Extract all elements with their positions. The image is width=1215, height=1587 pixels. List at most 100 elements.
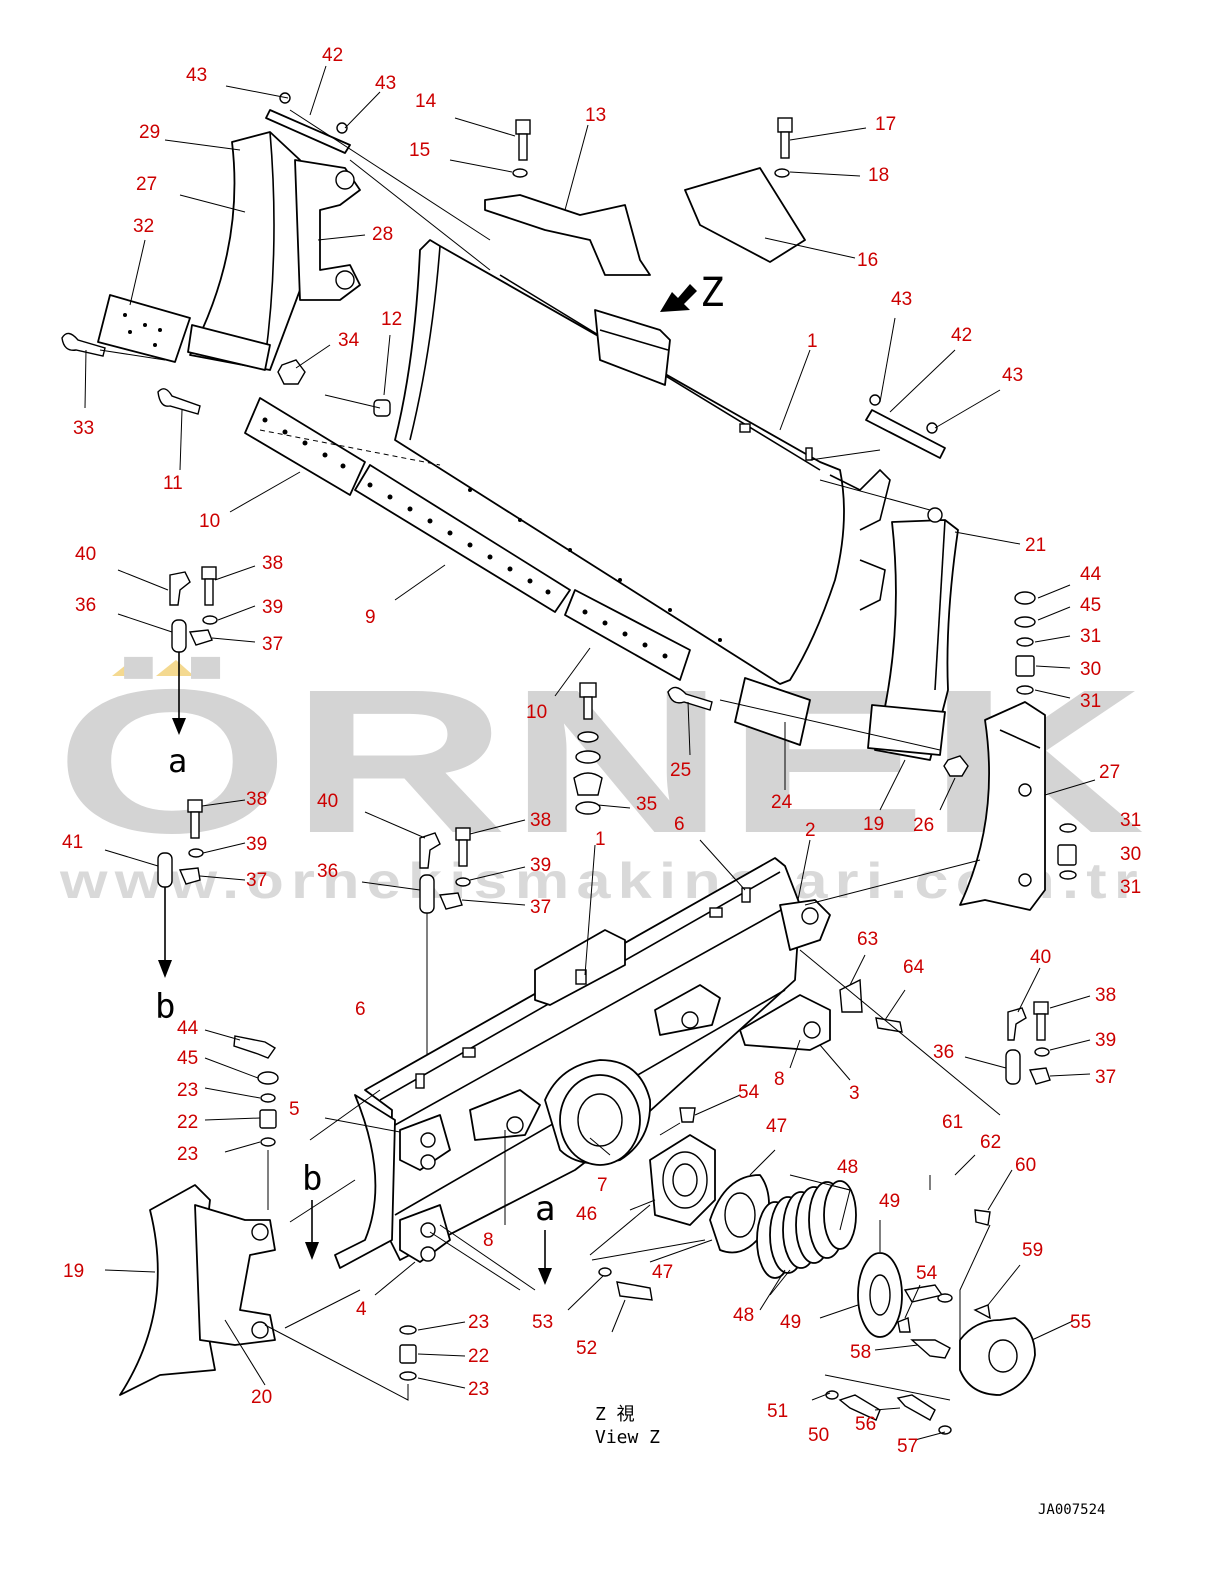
- callout: 64: [903, 957, 925, 978]
- end-plate-19-lower: [119, 1184, 216, 1396]
- callout: 3: [849, 1083, 860, 1104]
- callout: 8: [774, 1069, 785, 1090]
- upper-blade-assembly: [61, 65, 1096, 911]
- callouts: 43 42 43 1 4 13 17 2 9 15 18 27 28 32 16 4…: [62, 45, 1141, 1457]
- callout: 36: [317, 861, 338, 882]
- callout: 54: [738, 1082, 760, 1103]
- callout: 9: [365, 607, 376, 628]
- callout: 27: [1099, 762, 1120, 783]
- pin-groups-left: [104, 565, 1091, 1110]
- callout: 19: [863, 814, 884, 835]
- callout: 28: [372, 224, 393, 245]
- drawing-code: JA007524: [1038, 1502, 1105, 1518]
- callout: 1: [807, 331, 818, 352]
- callout: 45: [1080, 595, 1101, 616]
- callout: 59: [1022, 1240, 1043, 1261]
- callout: 21: [1025, 535, 1046, 556]
- callout: 22: [177, 1112, 198, 1133]
- callout: 31: [1120, 810, 1141, 831]
- callout: 4: [356, 1299, 367, 1320]
- callout: 31: [1120, 877, 1141, 898]
- view-caption-en: View Z: [595, 1427, 660, 1448]
- callout: 44: [177, 1018, 199, 1039]
- callout: 36: [75, 595, 96, 616]
- callout: 57: [897, 1436, 918, 1457]
- callout: 20: [251, 1387, 272, 1408]
- callout: 46: [576, 1204, 597, 1225]
- callout: 43: [375, 73, 396, 94]
- callout: 10: [199, 511, 220, 532]
- right-end-plate: [874, 519, 959, 761]
- callout: 23: [177, 1144, 198, 1165]
- callout: 18: [868, 165, 889, 186]
- callout: 15: [409, 140, 430, 161]
- callout: 19: [63, 1261, 84, 1282]
- callout: 39: [246, 834, 267, 855]
- callout: 32: [133, 216, 154, 237]
- left-end-plate: [189, 131, 301, 371]
- callout: 43: [1002, 365, 1023, 386]
- callout: 44: [1080, 564, 1102, 585]
- callout: 30: [1080, 659, 1101, 680]
- callout: 60: [1015, 1155, 1036, 1176]
- section-b-upper: b: [155, 987, 175, 1027]
- callout: 62: [980, 1132, 1001, 1153]
- callout: 40: [1030, 947, 1051, 968]
- callout: 6: [674, 814, 685, 835]
- callout: 22: [468, 1346, 489, 1367]
- callout: 63: [857, 929, 878, 950]
- callout: 38: [530, 810, 551, 831]
- callout: 40: [317, 791, 338, 812]
- callout: 47: [766, 1116, 787, 1137]
- callout: 23: [177, 1080, 198, 1101]
- callout: 2: [805, 820, 816, 841]
- callout: 43: [891, 289, 912, 310]
- callout: 13: [585, 105, 606, 126]
- callout: 10: [526, 702, 547, 723]
- callout: 47: [652, 1262, 673, 1283]
- callout: 43: [186, 65, 207, 86]
- view-caption-jp: Z 視: [595, 1404, 635, 1425]
- callout: 49: [780, 1312, 801, 1333]
- cover-13: [484, 194, 651, 276]
- section-a-upper: a: [168, 742, 187, 780]
- callout: 31: [1080, 626, 1101, 647]
- callout: 30: [1120, 844, 1141, 865]
- callout: 58: [850, 1342, 871, 1363]
- callout: 7: [597, 1175, 608, 1196]
- callout: 50: [808, 1425, 829, 1446]
- callout: 52: [576, 1338, 597, 1359]
- callout: 12: [381, 309, 402, 330]
- callout: 26: [913, 815, 934, 836]
- callout: 49: [879, 1191, 900, 1212]
- callout: 37: [246, 870, 267, 891]
- callout: 24: [771, 792, 793, 813]
- callout: 39: [1095, 1030, 1116, 1051]
- callout: 37: [1095, 1067, 1116, 1088]
- callout: 40: [75, 544, 96, 565]
- callout: 17: [875, 114, 896, 135]
- end-plate-27-right: [959, 701, 1046, 911]
- callout: 16: [857, 250, 878, 271]
- callout: 42: [951, 325, 972, 346]
- end-bit-10-right: [564, 589, 691, 681]
- callout: 38: [246, 789, 267, 810]
- callout: 61: [942, 1112, 963, 1133]
- callout: 33: [73, 418, 94, 439]
- callout: 41: [62, 832, 83, 853]
- z-marker: Z: [700, 270, 724, 316]
- section-labels: Z a b b a Z 視 View Z JA007524: [155, 270, 1105, 1518]
- cutting-edge-9: [354, 464, 571, 613]
- callout: 53: [532, 1312, 553, 1333]
- section-b-mid: b: [302, 1159, 322, 1199]
- callout: 23: [468, 1312, 489, 1333]
- callout: 11: [163, 473, 183, 494]
- callout: 37: [262, 634, 283, 655]
- cover-16: [684, 167, 806, 263]
- blade-moldboard: [394, 239, 845, 685]
- callout: 51: [767, 1401, 788, 1422]
- callout: 55: [1070, 1312, 1091, 1333]
- callout: 39: [262, 597, 283, 618]
- callout: 56: [855, 1414, 876, 1435]
